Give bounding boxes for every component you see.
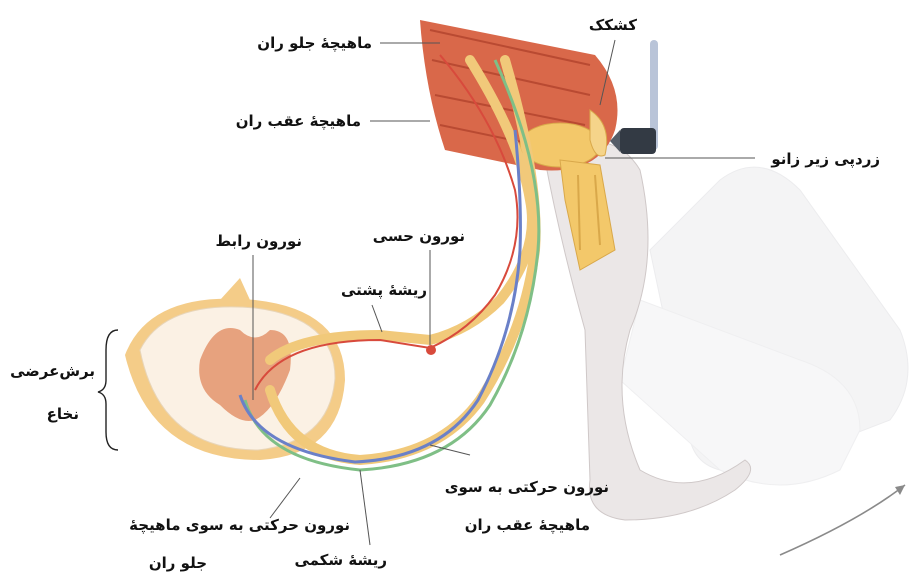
label-kneecap: کشکک xyxy=(589,18,637,33)
reflex-hammer-icon xyxy=(610,40,658,154)
label-sensory-neuron: نورون حسی xyxy=(373,229,465,244)
label-motor-back-line1: نورون حرکتی به سوی xyxy=(445,480,609,495)
label-dorsal-root: ریشهٔ پشتی xyxy=(341,283,427,298)
spinal-cord-cross-section xyxy=(125,278,345,460)
leader-ventral-root xyxy=(360,470,370,545)
label-cross-section-line1: برش‌عرضی xyxy=(10,364,95,379)
label-thigh-front-muscle: ماهیچهٔ جلو ران xyxy=(257,36,372,51)
label-motor-front-line2: جلو ران xyxy=(149,556,207,571)
kick-arrow-head xyxy=(895,485,905,495)
leader-dorsal-root xyxy=(372,305,382,332)
cross-section-bracket xyxy=(98,330,118,450)
label-interneuron: نورون رابط xyxy=(216,234,303,249)
label-cross-section-line2: نخاع xyxy=(47,407,79,422)
label-thigh-back-muscle: ماهیچهٔ عقب ران xyxy=(236,114,361,129)
sensory-neuron-cell-body xyxy=(426,345,436,355)
label-ventral-root: ریشهٔ شکمی xyxy=(294,553,387,568)
kick-arrow xyxy=(780,485,905,555)
label-motor-front-line1: نورون حرکتی به سوی ماهیچهٔ xyxy=(129,518,350,533)
dorsal-root-nerve xyxy=(270,60,532,360)
leader-motor-front xyxy=(270,478,300,518)
label-patellar-tendon: زردپی زیر زانو xyxy=(771,152,880,167)
label-motor-back-line2: ماهیچهٔ عقب ران xyxy=(465,518,590,533)
kicked-leg-ghost xyxy=(620,167,908,485)
